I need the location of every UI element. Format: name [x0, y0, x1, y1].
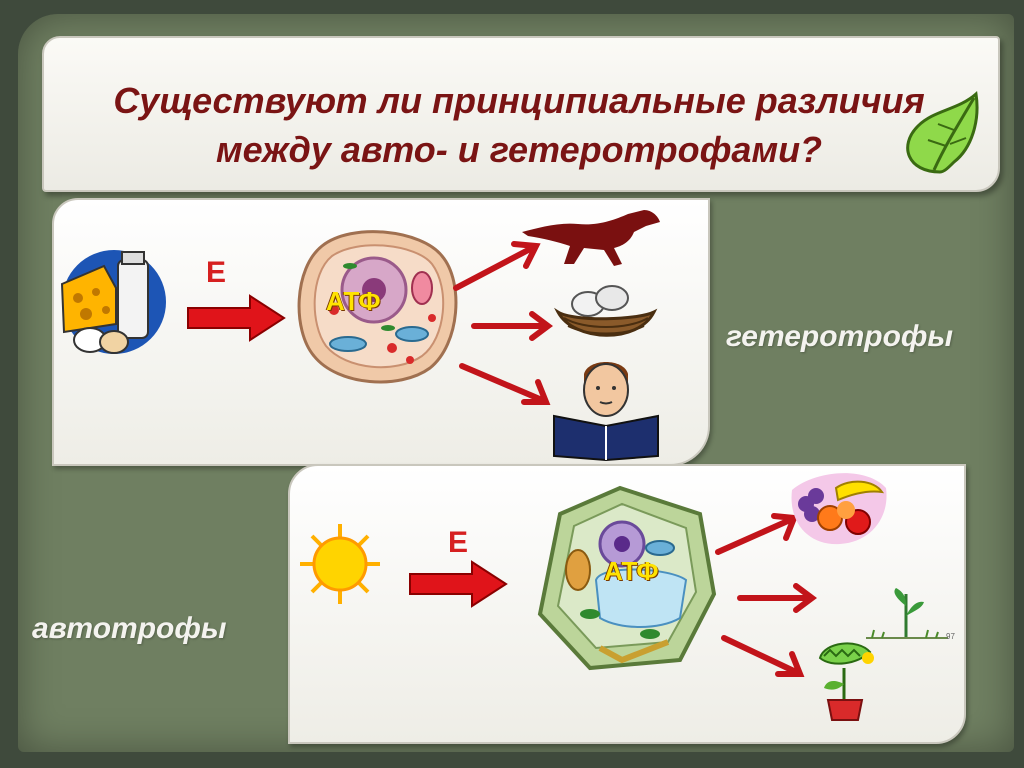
- sprout-icon: [866, 588, 948, 639]
- slide-title: Существуют ли принципиальные различия ме…: [113, 80, 925, 170]
- heterotrophs-label: гетеротрофы: [726, 320, 954, 353]
- nest-icon: [554, 285, 658, 337]
- fruit-icon: [791, 473, 887, 545]
- atp-label-heterotrophs: АТФ: [326, 286, 381, 316]
- output-arrows-autotrophs: [715, 513, 817, 677]
- leaf-icon: [906, 91, 979, 174]
- small-caption: 97: [946, 632, 955, 641]
- reading-boy-icon: [553, 362, 659, 462]
- energy-arrow-heterotrophs: [187, 294, 286, 342]
- energy-arrow-autotrophs: [409, 560, 508, 608]
- venus-flytrap-icon: [818, 642, 874, 721]
- autotrophs-label: автотрофы: [32, 612, 227, 645]
- running-animal-icon: [522, 210, 660, 266]
- food-icon: [60, 250, 166, 354]
- animal-cell-icon: [297, 230, 458, 384]
- title-box: Существуют ли принципиальные различия ме…: [42, 36, 1000, 192]
- energy-label-heterotrophs: Е: [206, 256, 227, 289]
- output-arrows-heterotrophs: [453, 241, 553, 405]
- plant-cell-icon: [537, 485, 717, 671]
- atp-label-autotrophs: АТФ: [604, 556, 659, 586]
- energy-label-autotrophs: Е: [448, 526, 469, 559]
- sun-icon: [300, 524, 380, 604]
